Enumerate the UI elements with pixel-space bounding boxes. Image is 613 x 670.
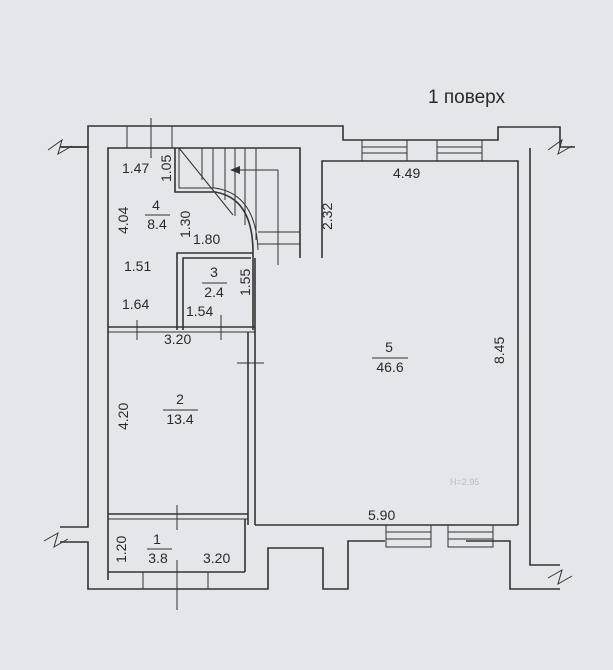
plan-label: 3 [210,264,218,280]
plan-label: 5.90 [368,507,395,523]
plan-label: 1 [153,531,161,547]
plan-label: 3.20 [203,550,230,566]
plan-label: 5 [385,339,393,355]
stairs [174,147,300,330]
plan-label: 2.4 [204,284,224,300]
windows [361,139,494,548]
outer-walls [43,118,575,590]
plan-label: 3.8 [148,550,168,566]
plan-label: 4.04 [115,207,131,234]
plan-label: 1.64 [122,296,149,312]
plan-label: 4 [152,197,160,213]
plan-label: 4.20 [115,403,131,430]
plan-label: 2.32 [319,203,335,230]
plan-label: 8.45 [491,337,507,364]
plan-label: 2 [176,391,184,407]
room-2: 2 13.4 [163,391,198,427]
plan-label: 1.80 [193,231,220,247]
plan-label: 1.30 [177,211,193,238]
plan-label: 1.20 [113,536,129,563]
plan-label: 3.20 [164,331,191,347]
room-3: 3 2.4 [202,264,227,300]
floor-title: 1 поверх [428,87,506,108]
room-labels: 4 8.4 3 2.4 2 13.4 1 3.8 5 46.6 [145,197,408,566]
plan-label: 1.55 [237,269,253,296]
room-5: 5 46.6 [372,339,408,375]
interior-walls [108,252,264,610]
dimensions: 1.47 1.05 4.04 1.30 1.80 1.51 1.55 1.64 … [113,155,507,566]
plan-label: 8.4 [147,216,167,232]
room-4: 4 8.4 [145,197,170,232]
plan-label: 1.51 [124,258,151,274]
plan-label: 1.47 [122,160,149,176]
ceiling-height: H=2.95 [450,477,479,487]
plan-label: 1.54 [186,303,213,319]
plan-label: 1.05 [158,155,174,182]
plan-label: 4.49 [393,165,420,181]
plan-label: 13.4 [166,411,193,427]
room-1: 1 3.8 [147,531,172,566]
plan-label: 46.6 [376,359,403,375]
